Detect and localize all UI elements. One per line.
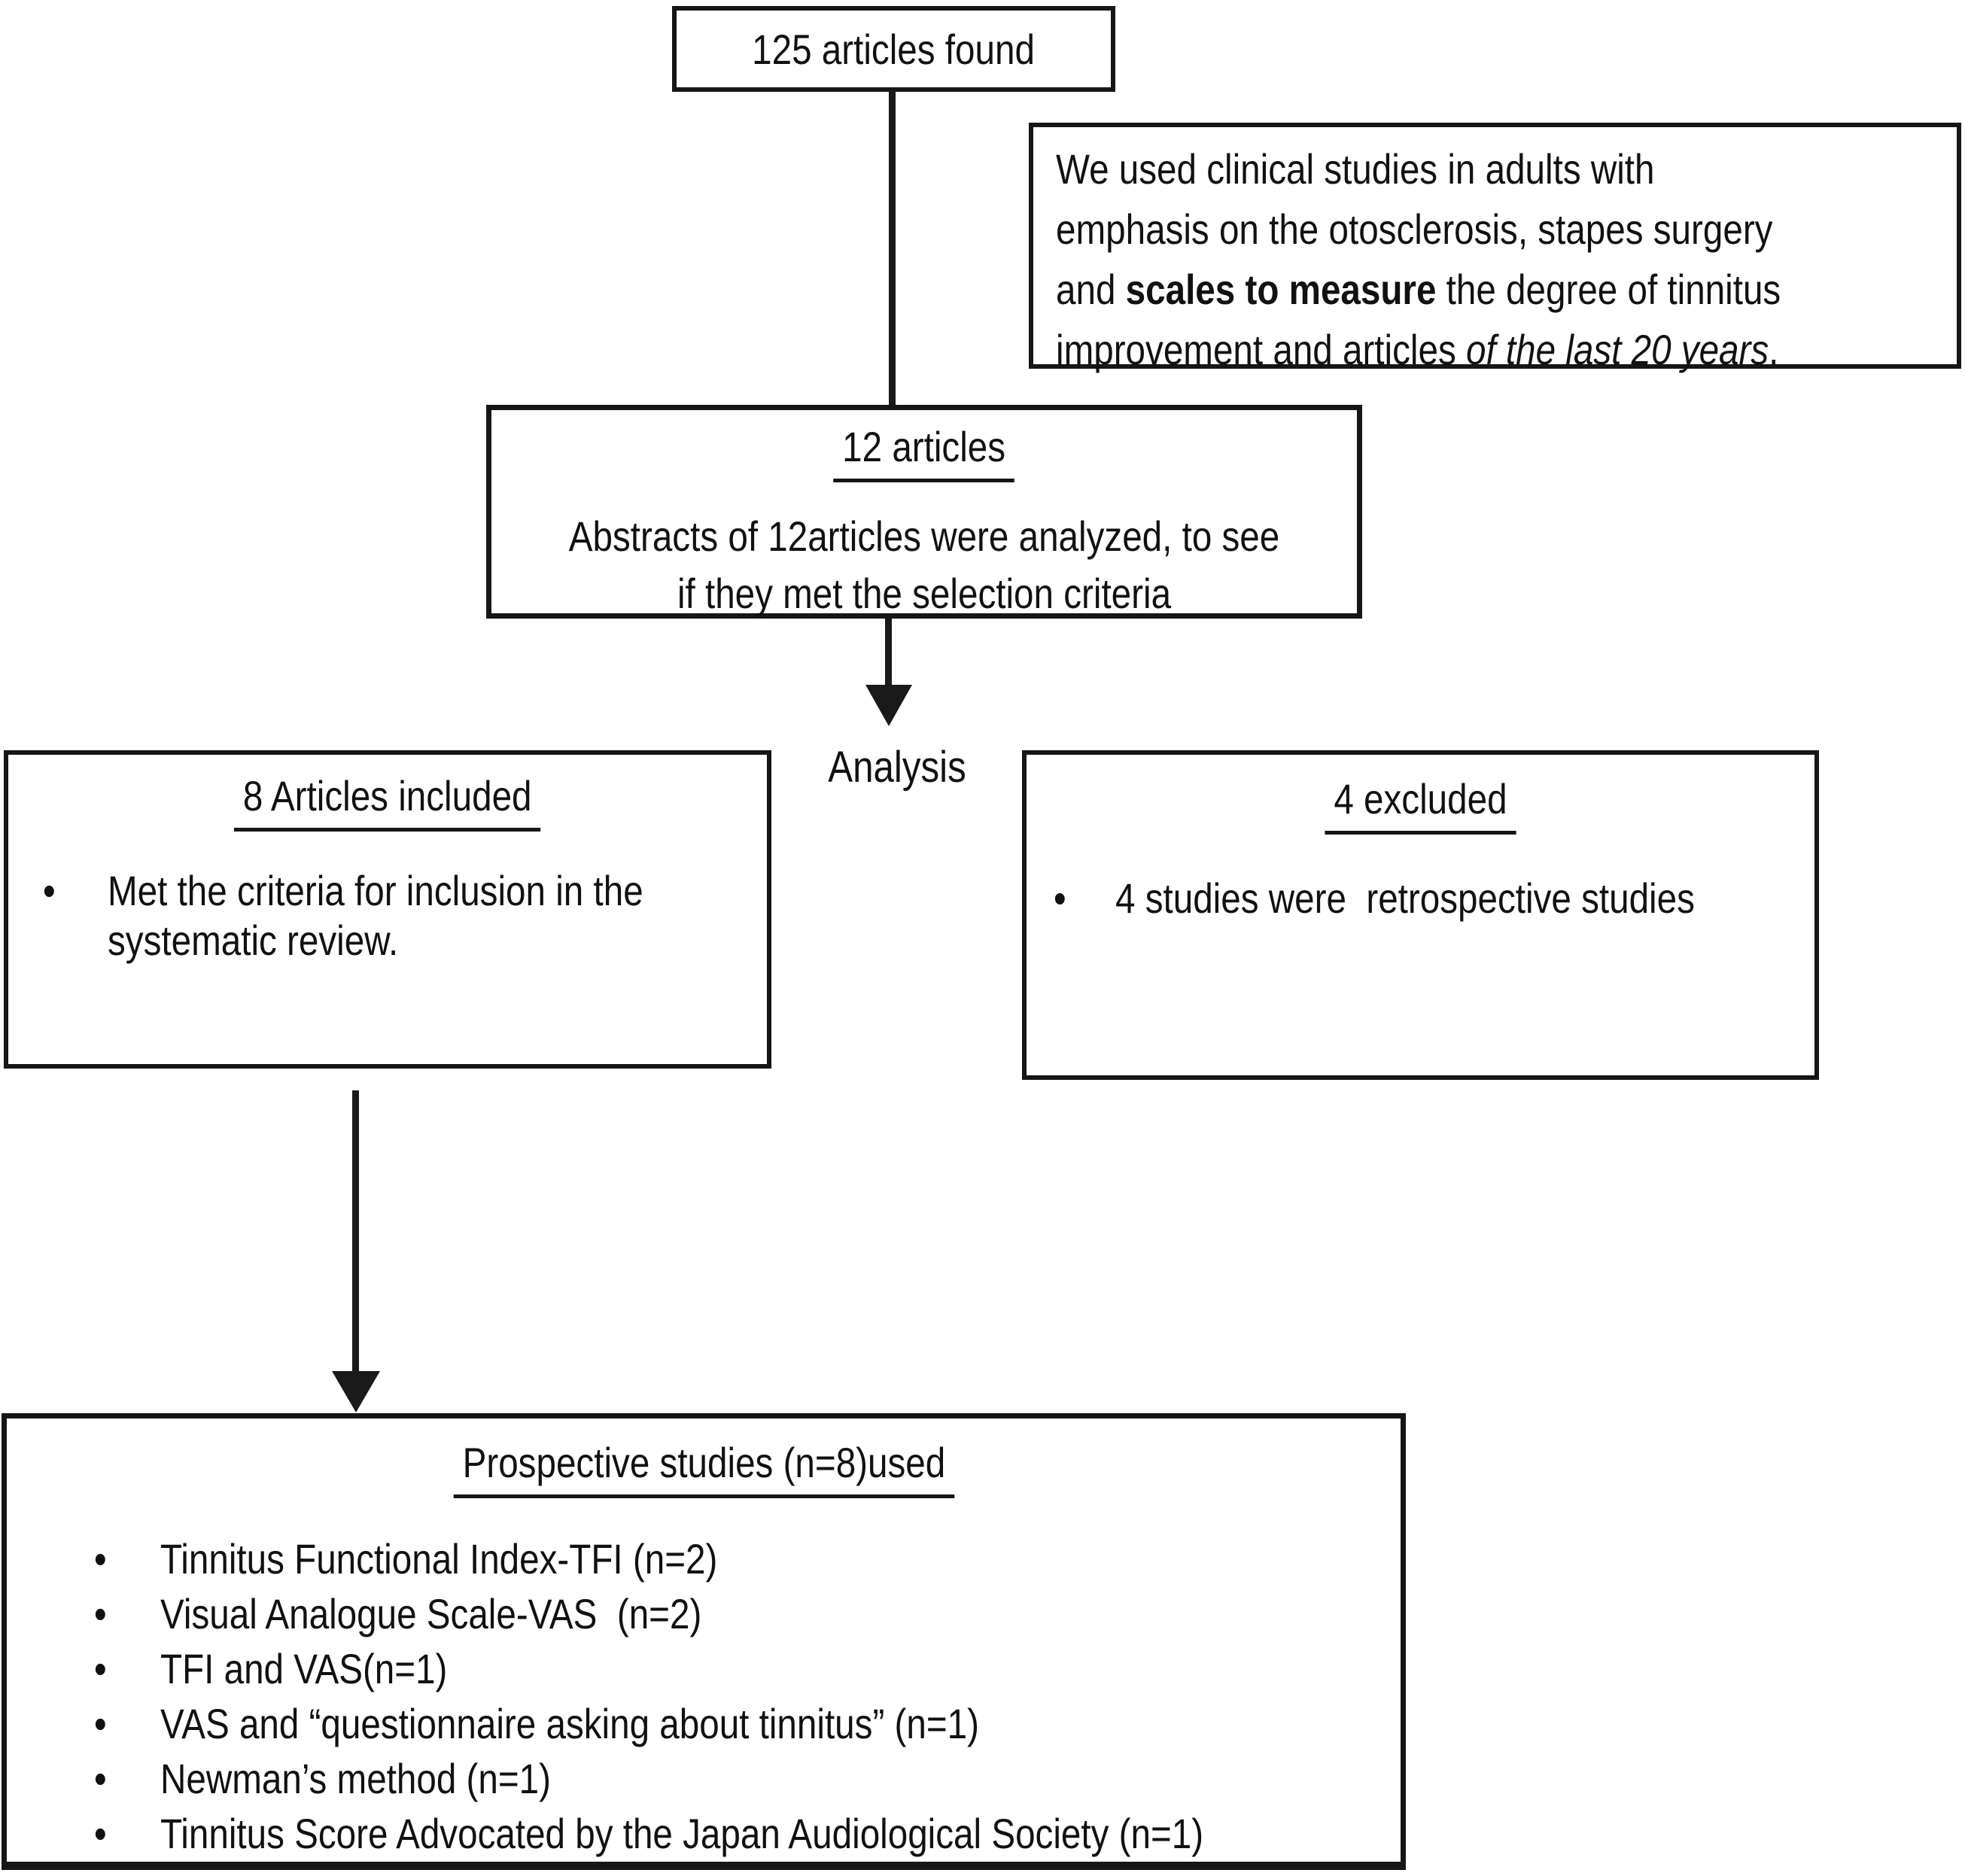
text-segment: emphasis on the otosclerosis, stapes sur… <box>1056 205 1773 253</box>
text-line: Abstracts of 12articles were analyzed, t… <box>568 512 1280 560</box>
text-line: We used clinical studies in adults with <box>1056 139 1805 199</box>
analysis-label: Analysis <box>828 743 966 792</box>
text-segment: and <box>1056 266 1126 313</box>
bold-text: scales to measure <box>1125 266 1437 313</box>
bullet-item: • TFI and VAS(n=1) <box>94 1647 1401 1691</box>
bullet-marker: • <box>94 1810 107 1857</box>
abstracts-box: 12 articles Abstracts of 12articles were… <box>486 405 1362 619</box>
text-line: 4 studies were retrospective studies <box>1115 874 1695 922</box>
prospective-bullet-list: • Tinnitus Functional Index-TFI (n=2) • Vis… <box>7 1537 1401 1856</box>
bullet-item: • 4 studies were retrospective studies <box>1054 876 1814 921</box>
text-line: Newman’s method (n=1) <box>160 1755 552 1802</box>
bullet-text: TFI and VAS(n=1) <box>160 1647 498 1691</box>
bullet-text: Tinnitus Functional Index-TFI (n=2) <box>160 1537 816 1581</box>
abstracts-box-body: Abstracts of 12articles were analyzed, t… <box>491 508 1357 622</box>
abstracts-box-title: 12 articles <box>491 422 1357 482</box>
bullet-text: VAS and “questionnaire asking about tinn… <box>160 1702 1124 1746</box>
prospective-box-title: Prospective studies (n=8)used <box>7 1438 1401 1498</box>
articles-found-text: 125 articles found <box>752 25 1036 73</box>
prospective-arrow-head <box>332 1371 380 1412</box>
text-line: Visual Analogue Scale-VAS (n=2) <box>160 1590 702 1637</box>
bullet-item: • Tinnitus Functional Index-TFI (n=2) <box>94 1537 1401 1581</box>
text-line: improvement and articles of the last 20 … <box>1056 320 1805 380</box>
bullet-marker: • <box>94 1645 107 1692</box>
text-line: Tinnitus Functional Index-TFI (n=2) <box>160 1535 718 1583</box>
excluded-box: 4 excluded • 4 studies were retrospective… <box>1022 750 1819 1080</box>
text-segment: . <box>1769 326 1779 373</box>
text-line: and scales to measure the degree of tinn… <box>1056 260 1805 320</box>
italic-text: of the last 20 years <box>1465 326 1769 373</box>
prospective-arrow-line <box>352 1090 359 1374</box>
text-line: if they met the selection criteria <box>677 570 1172 617</box>
text-line: Tinnitus Score Advocated by the Japan Au… <box>160 1810 1204 1857</box>
included-box-title: 8 Articles included <box>8 771 767 832</box>
bullet-marker: • <box>94 1755 107 1802</box>
abstracts-box-title-text: 12 articles <box>833 422 1015 482</box>
bullet-text: Tinnitus Score Advocated by the Japan Au… <box>160 1812 1388 1856</box>
bullet-marker: • <box>94 1590 107 1637</box>
prospective-box: Prospective studies (n=8)used • Tinnitus … <box>2 1413 1406 1870</box>
bullet-text: Visual Analogue Scale-VAS (n=2) <box>160 1592 797 1636</box>
analysis-arrow-head <box>865 685 912 726</box>
bullet-item: • Tinnitus Score Advocated by the Japan A… <box>94 1812 1401 1856</box>
text-line: VAS and “questionnaire asking about tinn… <box>160 1700 979 1747</box>
criteria-note-box: We used clinical studies in adults with e… <box>1029 123 1961 373</box>
text-segment: We used clinical studies in adults with <box>1056 145 1655 193</box>
bullet-item: • Newman’s method (n=1) <box>94 1757 1401 1801</box>
excluded-box-title: 4 excluded <box>1027 774 1814 835</box>
bullet-marker: • <box>94 1535 107 1583</box>
included-box-title-text: 8 Articles included <box>234 771 541 832</box>
text-line: systematic review. <box>108 917 399 964</box>
text-segment: the degree of tinnitus <box>1436 266 1781 313</box>
bullet-text: Newman’s method (n=1) <box>160 1757 620 1801</box>
text-line: TFI and VAS(n=1) <box>160 1645 448 1692</box>
prospective-box-title-text: Prospective studies (n=8)used <box>453 1438 954 1498</box>
bullet-marker: • <box>1054 874 1066 922</box>
text-segment: improvement and articles <box>1056 326 1466 373</box>
excluded-box-title-text: 4 excluded <box>1325 774 1516 835</box>
connector-line <box>889 90 896 406</box>
included-box: 8 Articles included • Met the criteria fo… <box>4 750 771 1069</box>
bullet-marker: • <box>94 1700 107 1747</box>
text-line: emphasis on the otosclerosis, stapes sur… <box>1056 199 1805 260</box>
bullet-item: • VAS and “questionnaire asking about tin… <box>94 1702 1401 1746</box>
bullet-item: • Visual Analogue Scale-VAS (n=2) <box>94 1592 1401 1636</box>
analysis-arrow-line <box>885 619 892 688</box>
text-line: Met the criteria for inclusion in the <box>108 867 643 914</box>
excluded-bullet-list: • 4 studies were retrospective studies <box>1027 876 1814 921</box>
articles-found-box: 125 articles found <box>672 6 1115 92</box>
bullet-text: 4 studies were retrospective studies <box>1115 876 1797 921</box>
bullet-marker: • <box>43 867 56 914</box>
